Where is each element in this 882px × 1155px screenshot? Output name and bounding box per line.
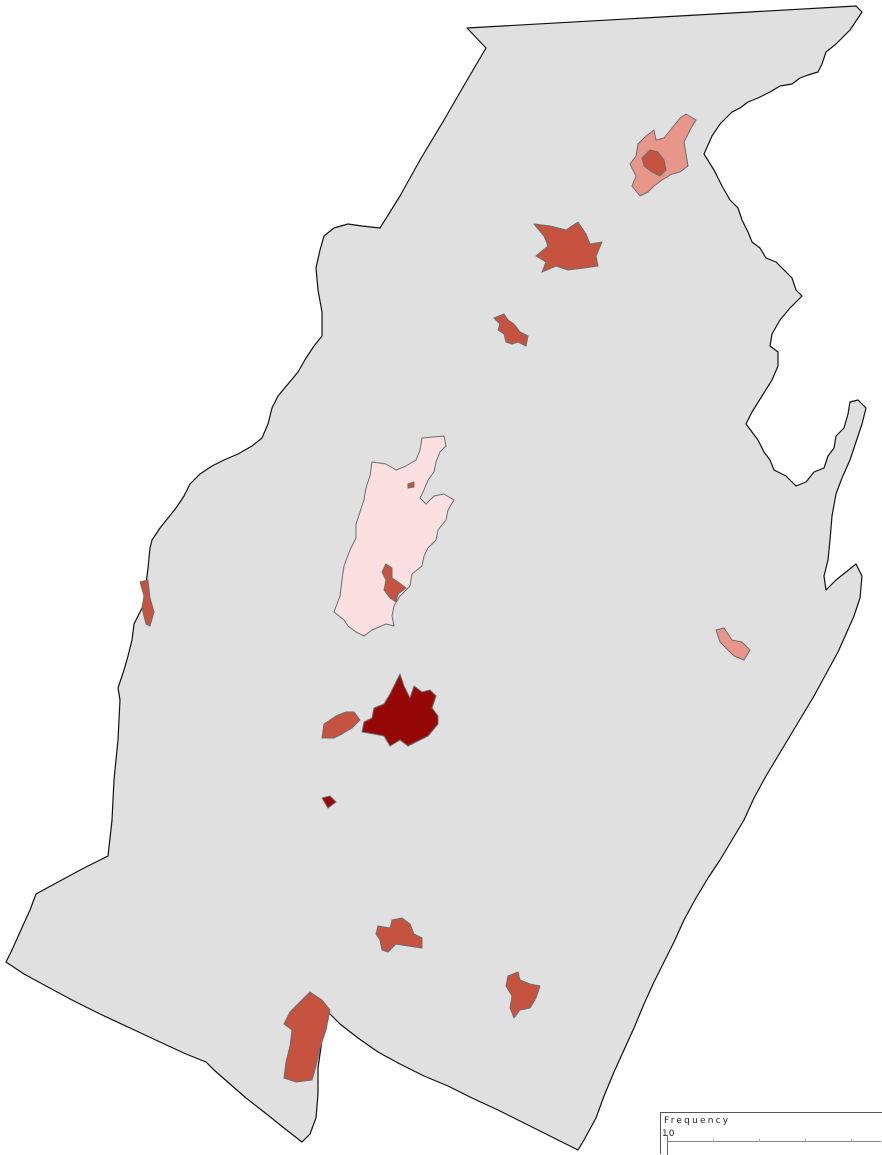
- place-central-west: [321, 711, 361, 739]
- place-central-north-small: [493, 313, 529, 347]
- legend-vertical-axis: [667, 1135, 668, 1155]
- place-central-large-inner: [381, 563, 407, 603]
- place-east-small: [715, 627, 751, 661]
- place-central-dark: [361, 673, 439, 747]
- frequency-legend: Frequency 10: [660, 1112, 882, 1155]
- legend-tick: [851, 1139, 852, 1142]
- place-south-west: [283, 991, 331, 1083]
- legend-tick: [805, 1139, 806, 1142]
- place-north-light: [629, 113, 697, 197]
- legend-tick: [713, 1139, 714, 1142]
- legend-axis: [667, 1141, 881, 1142]
- legend-tick: [759, 1139, 760, 1142]
- place-north-inner: [641, 149, 667, 177]
- place-central-large-dot: [407, 481, 415, 489]
- legend-title: Frequency: [664, 1116, 731, 1126]
- place-south-center: [375, 917, 423, 953]
- place-south-east: [505, 971, 541, 1019]
- place-central-tiny: [321, 795, 337, 809]
- legend-tick-label: 10: [662, 1129, 676, 1139]
- place-central-large: [333, 435, 455, 637]
- county-boundary: [5, 5, 867, 1151]
- place-northeast-star: [533, 221, 603, 273]
- place-west-edge: [139, 579, 155, 627]
